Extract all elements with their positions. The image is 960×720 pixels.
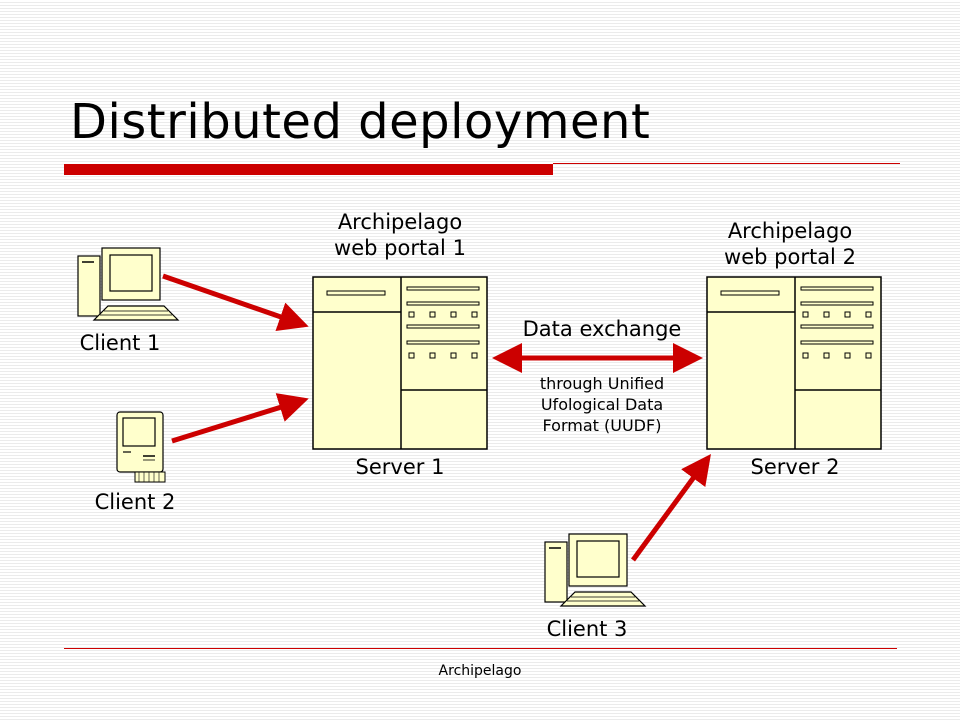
portal-2-label-line1: Archipelago <box>727 219 853 243</box>
arrow-client1-to-server1 <box>162 273 309 331</box>
portal-2-label-line2: web portal 2 <box>724 245 856 269</box>
client-1-label: Client 1 <box>79 331 161 355</box>
uudf-description: through Unified Ufological Data Format (… <box>502 373 702 436</box>
slide-title: Distributed deployment <box>70 94 651 150</box>
server-1-icon <box>312 276 488 450</box>
portal-2-label: Archipelago web portal 2 <box>690 218 890 270</box>
uudf-line2: Ufological Data <box>540 395 664 414</box>
client-2-label: Client 2 <box>94 490 176 514</box>
title-underline-bar <box>64 164 553 175</box>
server-2-icon <box>706 276 882 450</box>
portal-1-label-line2: web portal 1 <box>334 236 466 260</box>
footer-rule <box>64 648 897 649</box>
portal-1-label-line1: Archipelago <box>337 210 463 234</box>
client-3-label: Client 3 <box>546 617 628 641</box>
client-3-computer-icon <box>544 533 647 607</box>
client-1-computer-icon <box>77 247 180 321</box>
arrow-client2-to-server1 <box>171 393 309 444</box>
data-exchange-label: Data exchange <box>522 317 682 341</box>
arrow-client3-to-server2 <box>630 453 711 562</box>
uudf-line1: through Unified <box>539 374 665 393</box>
footer-text: Archipelago <box>438 663 522 679</box>
uudf-line3: Format (UUDF) <box>542 416 662 435</box>
portal-1-label: Archipelago web portal 1 <box>300 209 500 261</box>
client-2-computer-icon <box>116 411 166 483</box>
server-2-label: Server 2 <box>750 455 840 479</box>
server-1-label: Server 1 <box>355 455 445 479</box>
title-underline-rule <box>553 163 900 164</box>
